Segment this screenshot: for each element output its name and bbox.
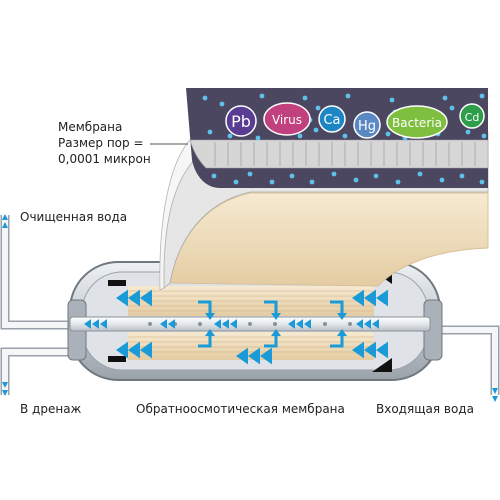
water-molecule-dot	[297, 133, 303, 139]
flow-arrow-large	[140, 341, 152, 359]
svg-text:Bacteria: Bacteria	[392, 116, 442, 130]
pipes	[0, 215, 500, 395]
water-molecule-dot	[345, 93, 351, 99]
water-molecule-dot	[233, 179, 239, 185]
water-molecule-dot	[342, 133, 348, 139]
flow-arrow-large	[352, 341, 364, 359]
permeate-flow-arrows	[198, 300, 344, 348]
flow-arrow-large	[352, 289, 364, 307]
water-molecule-dot	[479, 179, 485, 185]
flow-arrow-small	[288, 319, 295, 329]
water-molecule-dot	[315, 105, 321, 111]
flow-arrow-large	[376, 289, 388, 307]
svg-text:Cd: Cd	[465, 111, 480, 124]
svg-text:Ca: Ca	[323, 113, 340, 128]
flow-arrow-small	[356, 319, 363, 329]
water-molecule-dot	[373, 173, 379, 179]
flow-arrow-small	[84, 319, 91, 329]
water-molecule-dot	[247, 171, 253, 177]
flow-arrow-large	[140, 289, 152, 307]
flow-arrow-small	[160, 319, 167, 329]
water-molecule-dot	[309, 179, 315, 185]
water-molecule-dot	[302, 95, 308, 101]
pipe-flow-arrows	[2, 214, 498, 402]
membrane-cross-section	[186, 88, 489, 188]
ro-membrane-label: Обратноосмотическая мембрана	[136, 402, 345, 416]
water-molecule-dot	[385, 131, 391, 137]
water-molecule-dot	[255, 135, 261, 141]
flow-arrow-large	[364, 289, 376, 307]
membrane-label: Мембрана	[58, 120, 123, 134]
water-molecules	[202, 93, 487, 185]
flow-arrow-small	[364, 319, 371, 329]
water-molecule-dot	[202, 95, 208, 101]
water-molecule-dot	[219, 101, 225, 107]
water-molecule-dot	[417, 171, 423, 177]
water-molecule-dot	[227, 133, 233, 139]
flow-arrow-small	[100, 319, 107, 329]
permeate-flow-arrowheads	[205, 313, 347, 336]
svg-text:Virus: Virus	[272, 113, 302, 127]
water-molecule-dot	[481, 133, 487, 139]
water-molecule-dot	[439, 177, 445, 183]
water-molecule-dot	[331, 171, 337, 177]
water-molecule-dot	[395, 179, 401, 185]
water-molecule-dot	[259, 93, 265, 99]
membrane-sheet	[169, 192, 489, 287]
water-molecule-dot	[289, 173, 295, 179]
contaminant-pb: Pb	[225, 105, 257, 137]
svg-text:Pb: Pb	[231, 112, 251, 131]
svg-text:Hg: Hg	[358, 119, 376, 134]
flow-arrow-large	[128, 289, 140, 307]
contaminant-hg: Hg	[353, 111, 381, 139]
flow-arrows	[84, 289, 388, 365]
contaminant-cd: Cd	[459, 103, 485, 129]
flow-arrow-small	[372, 319, 379, 329]
flow-arrow-large	[116, 289, 128, 307]
water-molecule-dot	[211, 173, 217, 179]
water-molecule-dot	[459, 173, 465, 179]
flow-arrow-small	[168, 319, 175, 329]
contaminant-virus: Virus	[263, 102, 311, 136]
flow-arrow-small	[92, 319, 99, 329]
flow-arrow-large	[128, 341, 140, 359]
flow-arrow-large	[248, 347, 260, 365]
water-molecule-dot	[465, 129, 471, 135]
flow-arrow-large	[260, 347, 272, 365]
drain-label: В дренаж	[20, 402, 82, 416]
purified-water-label: Очищенная вода	[20, 210, 128, 224]
flow-arrow-small	[304, 319, 311, 329]
contaminant-bacteria: Bacteria	[386, 105, 448, 139]
flow-arrow-large	[364, 341, 376, 359]
flow-arrow-small	[296, 319, 303, 329]
water-molecule-dot	[207, 129, 213, 135]
flow-arrow-large	[236, 347, 248, 365]
pore-size-label: Размер пор =	[58, 136, 144, 150]
permeate-tube	[69, 316, 431, 332]
pore-size-value: 0,0001 микрон	[58, 152, 151, 166]
inlet-water-label: Входящая вода	[376, 402, 474, 416]
water-molecule-dot	[449, 105, 455, 111]
water-molecule-dot	[313, 127, 319, 133]
water-molecule-dot	[389, 97, 395, 103]
flow-arrow-small	[230, 319, 237, 329]
water-molecule-dot	[353, 177, 359, 183]
flow-arrow-small	[222, 319, 229, 329]
flow-arrow-small	[214, 319, 221, 329]
water-molecule-dot	[442, 95, 448, 101]
flow-arrow-large	[376, 341, 388, 359]
contaminant-ca: Ca	[318, 105, 346, 133]
flow-arrow-large	[116, 341, 128, 359]
water-molecule-dot	[269, 179, 275, 185]
water-molecule-dot	[479, 93, 485, 99]
